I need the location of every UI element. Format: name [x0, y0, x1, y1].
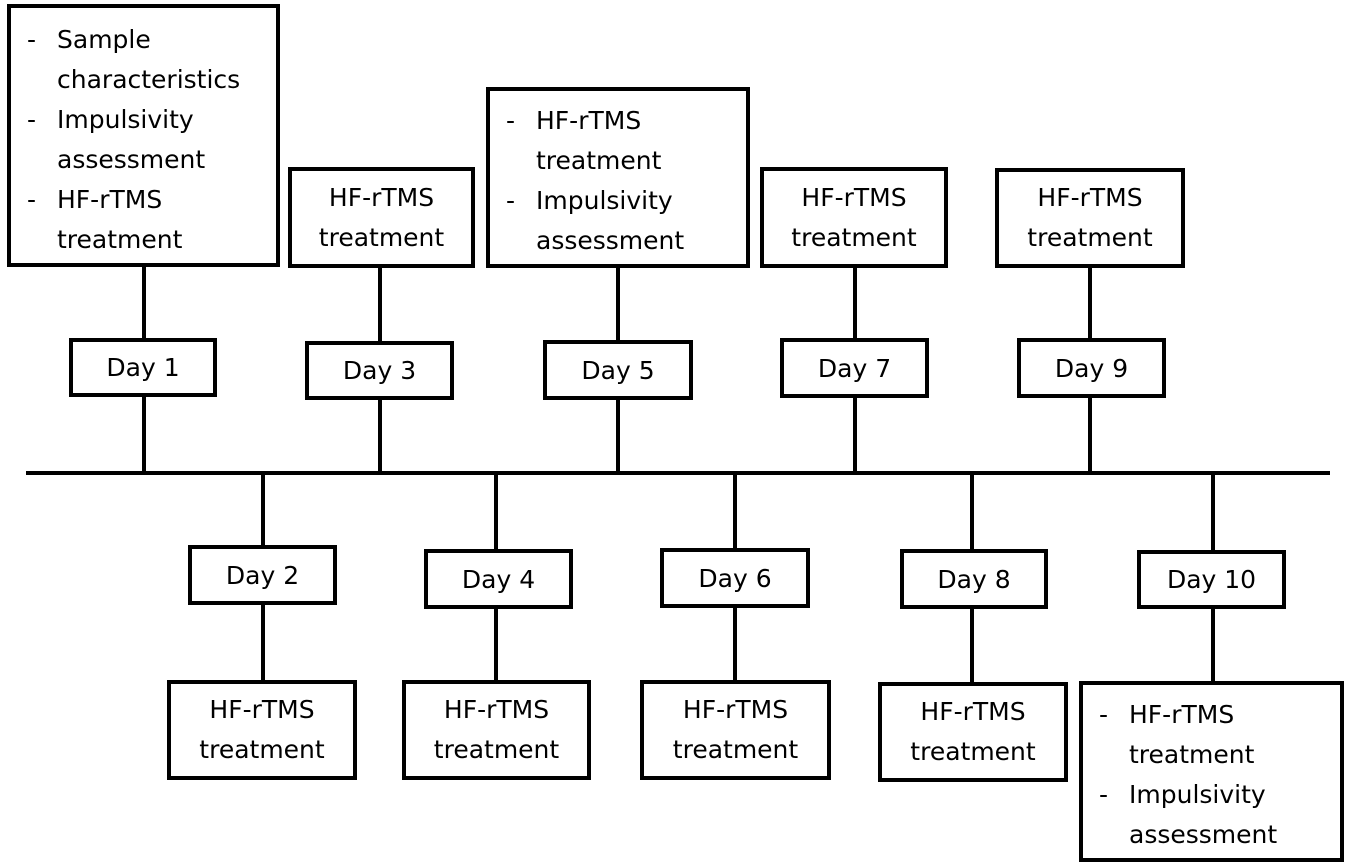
activity-item: -Impulsivity assessment — [27, 105, 206, 174]
day-label-day-6: Day 6 — [660, 548, 810, 608]
activity-item: -HF-rTMS treatment — [1099, 700, 1255, 769]
day-label-day-5: Day 5 — [543, 340, 693, 400]
activity-item: -Sample characteristics — [27, 25, 241, 94]
activity-box-day-1: -Sample characteristics -Impulsivity ass… — [7, 4, 280, 267]
day-label-day-4: Day 4 — [424, 549, 573, 609]
day-label-day-2: Day 2 — [188, 545, 337, 605]
activity-item: -Impulsivity assessment — [506, 186, 685, 255]
day-label-day-9: Day 9 — [1017, 338, 1166, 398]
activity-box-day-10: -HF-rTMS treatment -Impulsivity assessme… — [1079, 681, 1344, 862]
activity-item: -Impulsivity assessment — [1099, 780, 1278, 849]
activity-box-day-5: -HF-rTMS treatment -Impulsivity assessme… — [486, 87, 750, 268]
day-label-day-8: Day 8 — [900, 549, 1048, 609]
activity-item: -HF-rTMS treatment — [506, 106, 662, 175]
timeline-axis — [26, 471, 1330, 475]
day-label-day-1: Day 1 — [69, 338, 217, 397]
day-label-day-3: Day 3 — [305, 341, 454, 400]
activity-item: -HF-rTMS treatment — [27, 185, 183, 254]
day-label-day-7: Day 7 — [780, 338, 929, 398]
day-label-day-10: Day 10 — [1137, 550, 1286, 609]
